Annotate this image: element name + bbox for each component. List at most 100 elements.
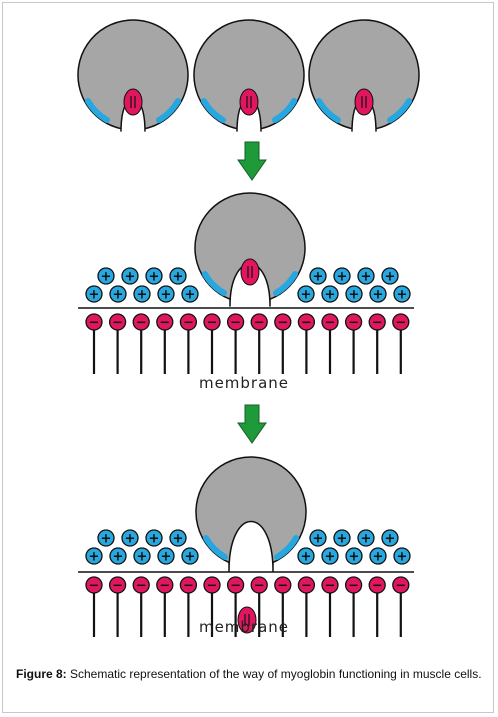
positive-ion: + — [169, 267, 187, 285]
stage-2-cell — [194, 192, 306, 307]
ion-sign: + — [385, 532, 396, 547]
lipid-sign: − — [183, 579, 194, 594]
lipid-head — [132, 313, 150, 331]
positive-ion: + — [333, 267, 351, 285]
lipid-sign: − — [395, 316, 406, 331]
cell-rim-left — [201, 271, 227, 297]
ion-circle — [369, 547, 387, 565]
ion-sign: + — [337, 270, 348, 285]
lipid-molecule: − — [179, 576, 198, 637]
ion-circle — [169, 529, 187, 547]
lipid-sign: − — [112, 316, 123, 331]
positive-ion: + — [381, 529, 399, 547]
ion-circle — [345, 547, 363, 565]
ion-sign: + — [113, 550, 124, 565]
ion-sign: + — [101, 270, 112, 285]
positive-ion: + — [157, 285, 175, 303]
ion-sign: + — [325, 550, 336, 565]
ion-circle — [309, 529, 327, 547]
ion-sign: + — [349, 288, 360, 303]
cell-rim-left — [202, 535, 228, 561]
lipid-head — [132, 576, 150, 594]
ion-sign: + — [313, 270, 324, 285]
lipid-head — [203, 313, 221, 331]
ion-circle — [309, 267, 327, 285]
cell-body — [194, 192, 306, 307]
cell-body — [193, 19, 305, 132]
lipid-head — [250, 313, 268, 331]
positive-ion: + — [97, 267, 115, 285]
ion-sign: + — [161, 550, 172, 565]
lipid-sign: − — [348, 316, 359, 331]
top-cell-3 — [308, 19, 420, 132]
lipid-sign: − — [277, 579, 288, 594]
ion-circle — [85, 547, 103, 565]
ion-circle — [145, 267, 163, 285]
cell-body — [308, 19, 420, 132]
lipid-sign: − — [254, 316, 265, 331]
ion-sign: + — [185, 288, 196, 303]
lipid-molecule: − — [368, 576, 386, 637]
positive-ion: + — [145, 267, 163, 285]
positive-ion: + — [309, 529, 327, 547]
ion-sign: + — [301, 288, 312, 303]
ion-circle — [381, 529, 399, 547]
lipid-sign: − — [159, 579, 170, 594]
cell-body — [195, 456, 307, 572]
lipid-sign: − — [183, 316, 194, 331]
lipid-head — [297, 313, 316, 331]
lipid-sign: − — [207, 316, 218, 331]
top-myoglobin-1 — [123, 88, 143, 116]
ion-circle — [297, 547, 315, 565]
positive-ion: + — [169, 529, 187, 547]
lipid-head — [321, 576, 339, 594]
ion-circle — [109, 285, 127, 303]
figure-frame — [2, 2, 494, 713]
myoglobin-body — [240, 258, 260, 286]
cell-rim-left — [200, 98, 226, 124]
positive-ion: + — [369, 285, 387, 303]
lipid-sign: − — [159, 316, 170, 331]
lipid-head — [179, 313, 198, 331]
ion-sign: + — [361, 270, 372, 285]
myoglobin-schematic: ++++++++++++++++++ −−−−−−−−−−−−−− membra… — [77, 19, 420, 637]
lipid-molecule: − — [321, 313, 339, 374]
myoglobin-body — [237, 606, 257, 634]
ion-circle — [333, 267, 351, 285]
ion-sign: + — [397, 550, 408, 565]
ion-circle — [357, 267, 375, 285]
positive-ion: + — [333, 529, 351, 547]
lipid-head — [85, 313, 103, 331]
positive-ion: + — [121, 529, 139, 547]
cell-body — [77, 19, 189, 132]
stage-3-cell-released — [195, 456, 307, 572]
lipid-molecule: − — [250, 576, 268, 637]
lipid-head — [179, 576, 198, 594]
ion-sign: + — [89, 288, 100, 303]
lipid-sign: − — [136, 579, 147, 594]
lipid-sign: − — [89, 579, 100, 594]
lipid-head — [85, 576, 103, 594]
cell-rim-right — [274, 535, 300, 561]
ion-sign: + — [173, 270, 184, 285]
ion-sign: + — [301, 550, 312, 565]
lipid-head — [250, 576, 268, 594]
ion-circle — [333, 529, 351, 547]
figure-caption: Figure 8: Schematic representation of th… — [16, 667, 482, 682]
positive-ion: + — [181, 285, 199, 303]
positive-ion: + — [357, 267, 375, 285]
stage-2-positive-ions: ++++++++++++++++++ — [85, 267, 411, 303]
ion-circle — [321, 285, 339, 303]
lipid-molecule: − — [156, 576, 174, 637]
ion-circle — [345, 285, 363, 303]
lipid-sign: − — [207, 579, 218, 594]
positive-ion: + — [133, 285, 151, 303]
myoglobin-body — [239, 88, 259, 116]
positive-ion: + — [133, 547, 151, 565]
positive-ion: + — [121, 267, 139, 285]
lipid-molecule: − — [368, 313, 386, 374]
positive-ion: + — [393, 285, 411, 303]
ion-circle — [97, 529, 115, 547]
lipid-head — [344, 313, 363, 331]
positive-ion: + — [85, 285, 103, 303]
